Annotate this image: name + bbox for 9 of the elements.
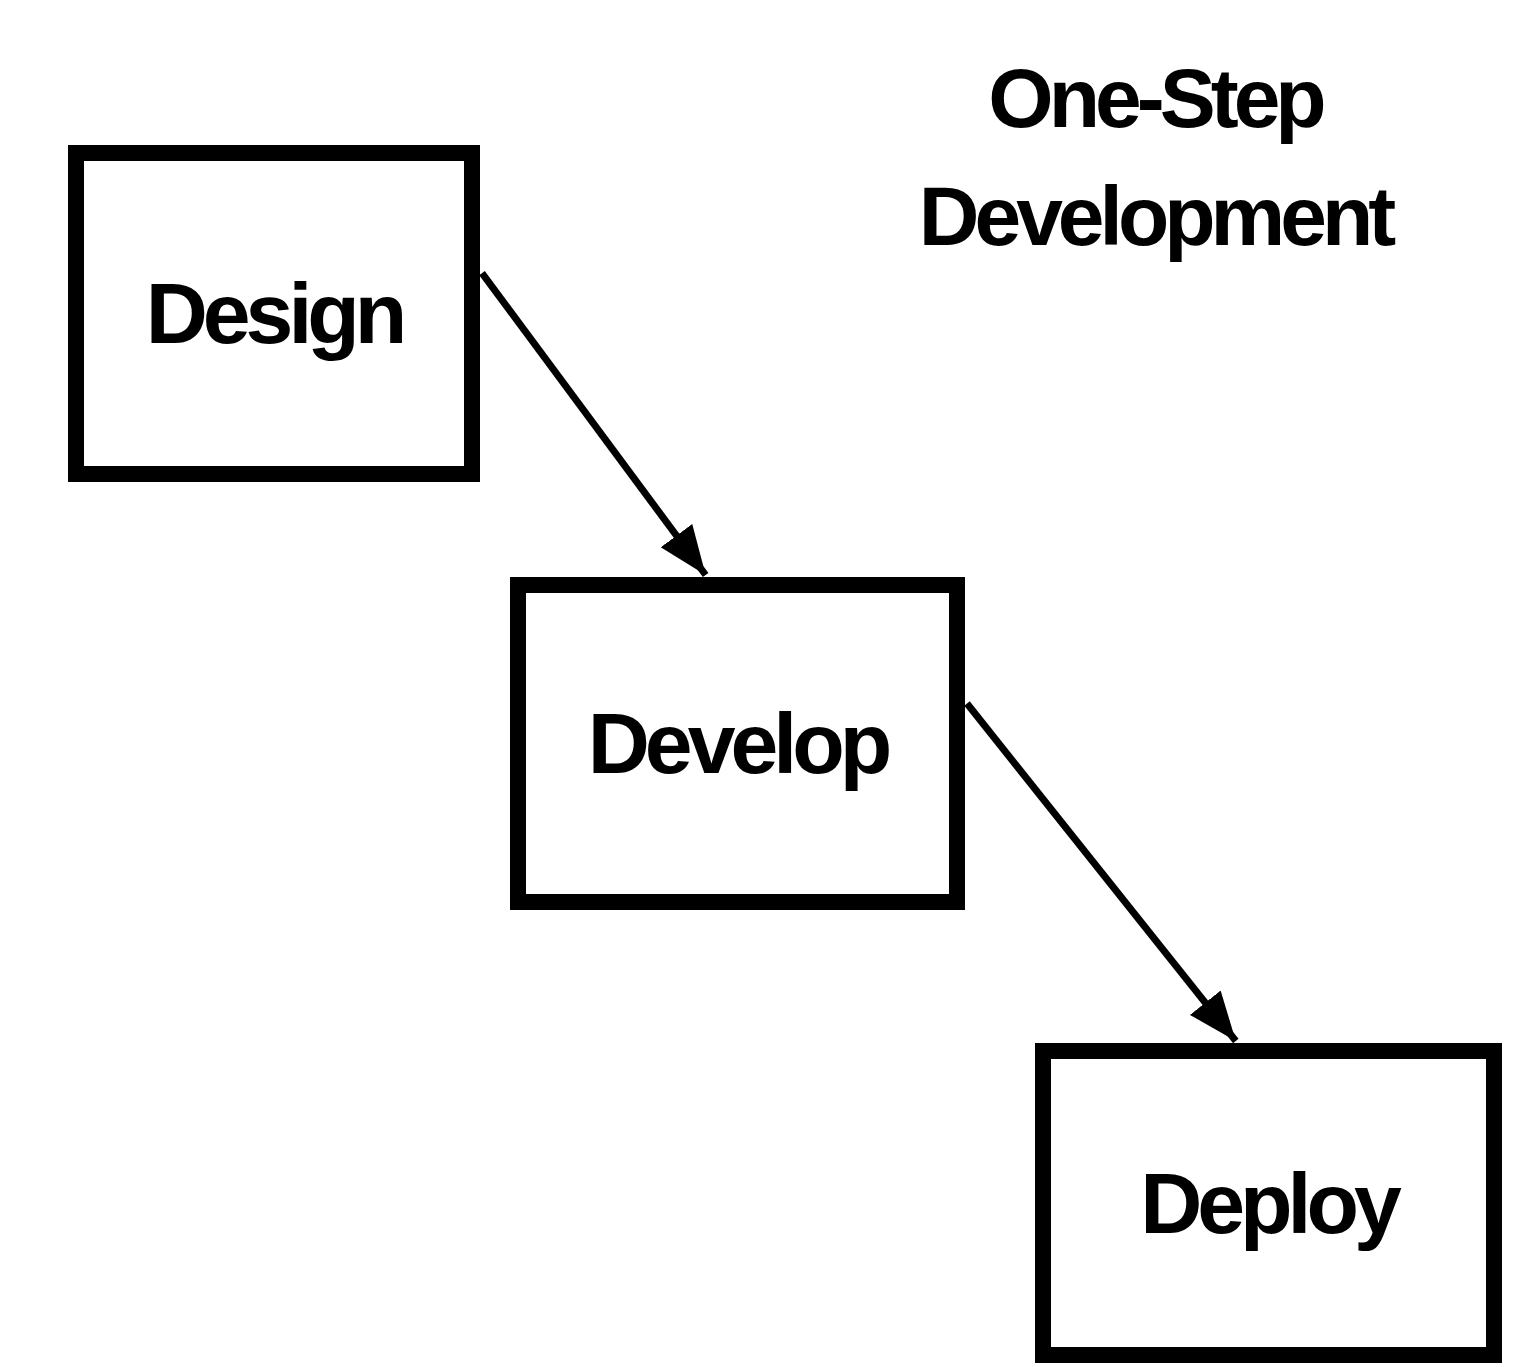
box-label: Deploy: [1140, 1153, 1397, 1253]
process-box: [510, 577, 965, 910]
process-box: [1035, 1043, 1502, 1363]
box-label: Design: [145, 264, 403, 363]
process-box: [68, 145, 480, 482]
diagram-title: One-Step Development: [917, 50, 1393, 265]
box-label: Develop: [587, 694, 888, 793]
arrow: [479, 270, 709, 578]
arrow: [964, 701, 1239, 1044]
